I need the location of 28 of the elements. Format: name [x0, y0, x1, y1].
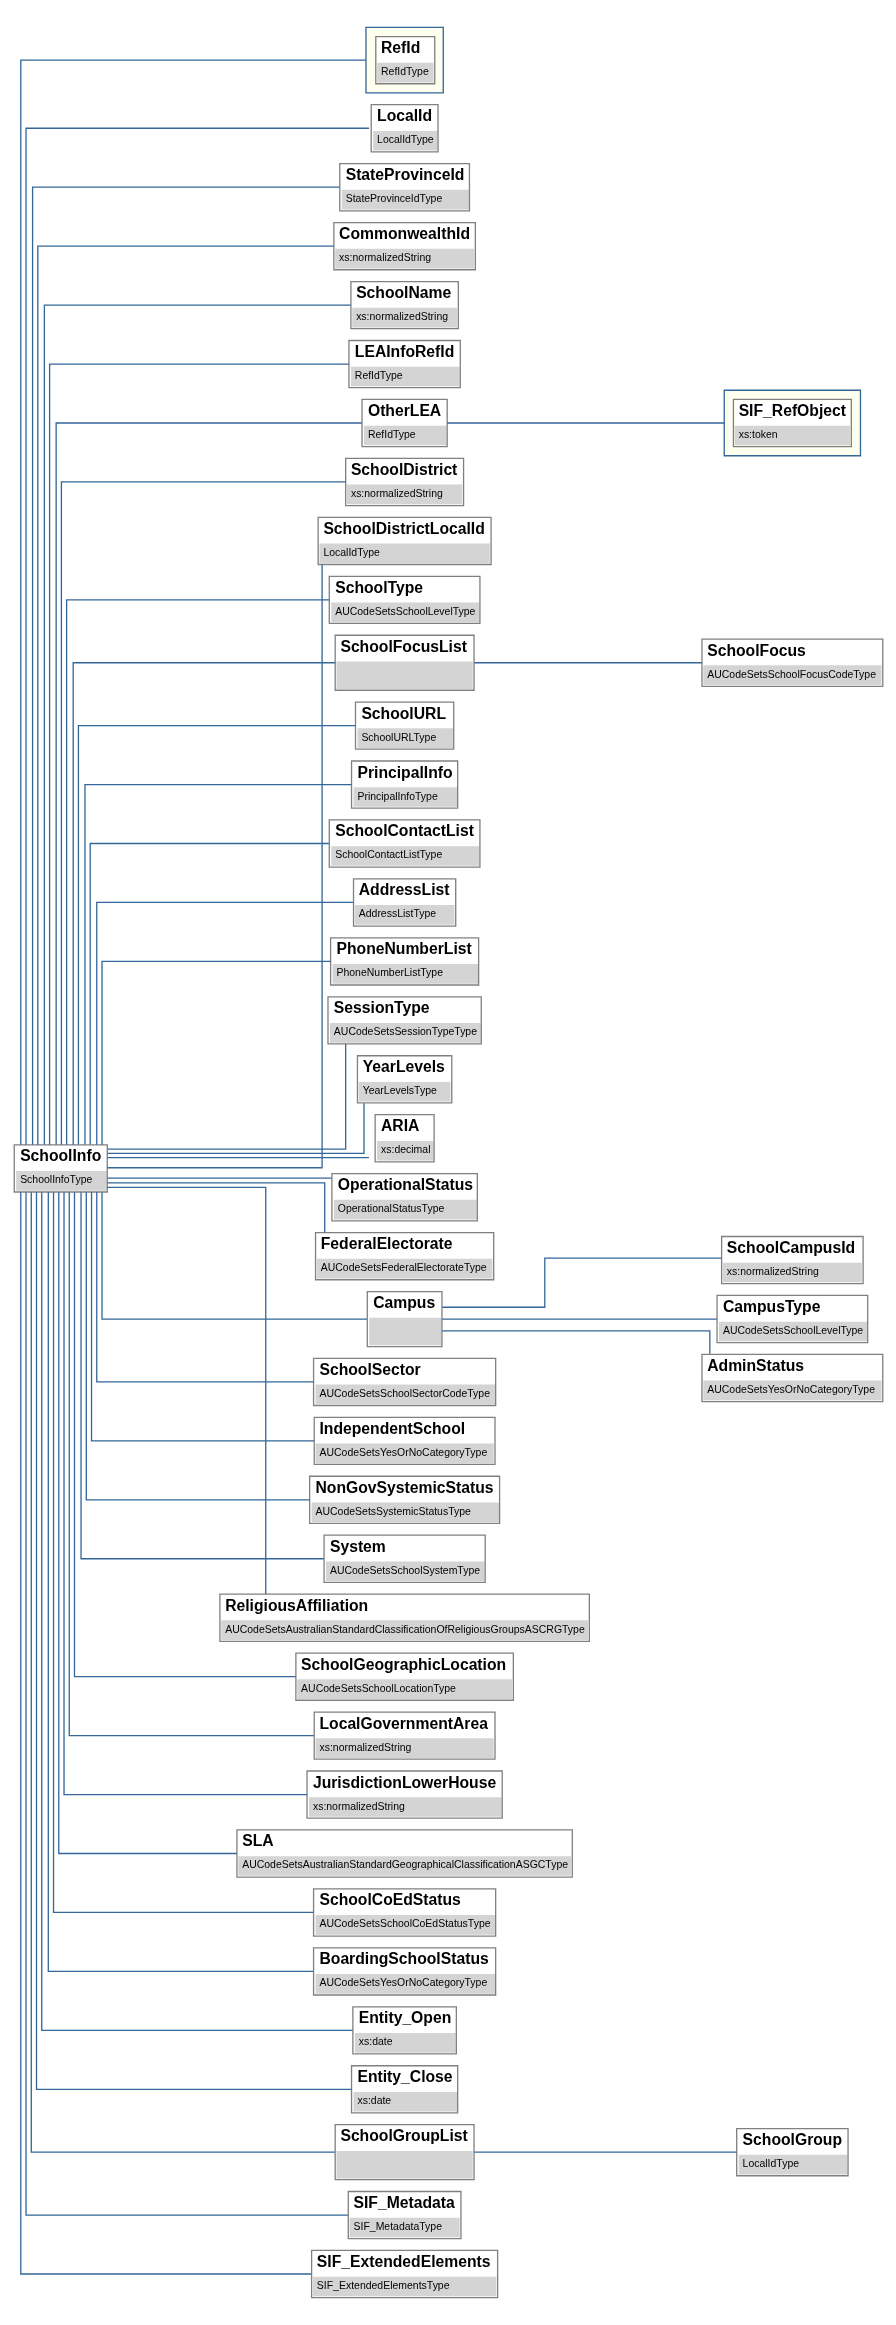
- connector: [106, 1156, 370, 1159]
- connector: [19, 1191, 312, 2275]
- connector: [106, 564, 323, 1169]
- connector: [83, 783, 352, 1146]
- connector: [473, 2151, 737, 2153]
- connector: [100, 1191, 368, 1320]
- connector: [79, 1191, 324, 1560]
- connector: [90, 1191, 315, 1442]
- connector: [106, 1102, 365, 1154]
- connector: [65, 599, 330, 1146]
- connector: [446, 422, 725, 424]
- connector: [95, 901, 354, 1146]
- connector: [473, 662, 703, 664]
- connector: [72, 662, 336, 1146]
- connector: [441, 1318, 717, 1320]
- connector: [95, 1191, 314, 1383]
- connector: [106, 1043, 346, 1150]
- connector: [85, 1191, 310, 1501]
- connector: [89, 842, 330, 1146]
- connector: [100, 960, 331, 1146]
- connector: [77, 724, 356, 1146]
- connector: [106, 1186, 266, 1595]
- connector: [441, 1257, 722, 1308]
- connector: [73, 1191, 296, 1678]
- connector: [57, 1191, 237, 1855]
- connector: [440, 1330, 710, 1355]
- connector: [106, 1177, 332, 1179]
- connector: [106, 1182, 325, 1234]
